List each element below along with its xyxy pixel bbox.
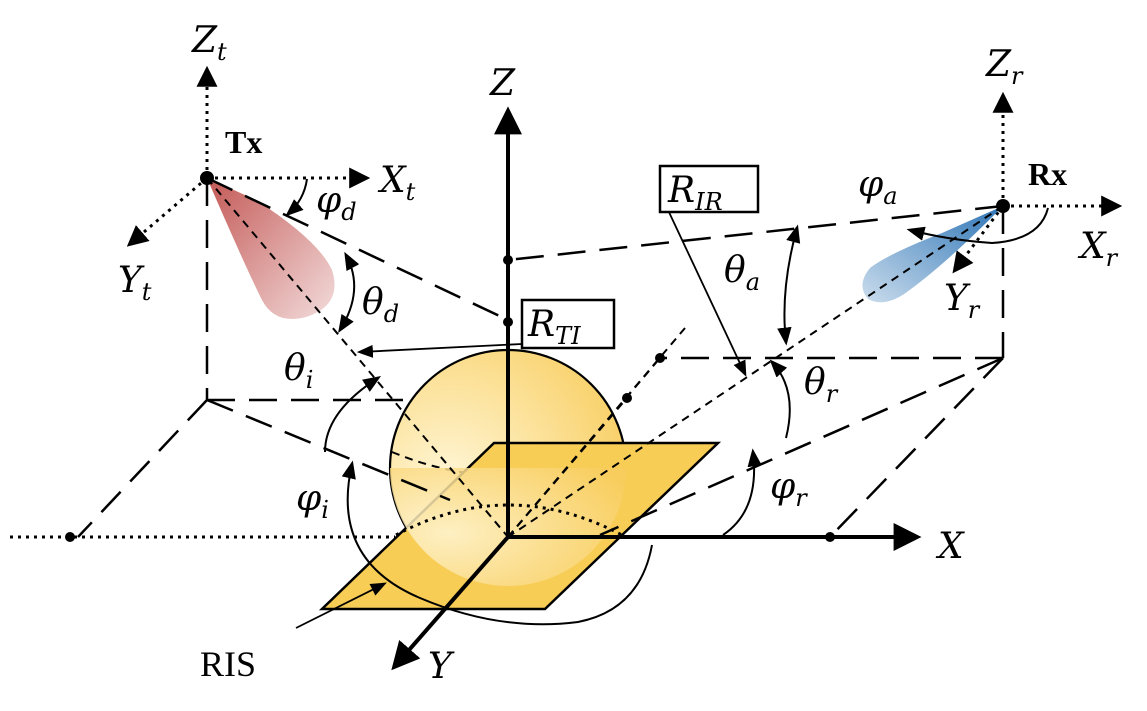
theta-i-arc xyxy=(324,376,382,453)
reflected-ray xyxy=(507,205,1004,538)
theta-r-arc xyxy=(769,359,791,439)
rx-point xyxy=(996,199,1010,213)
label-phi-r: φr xyxy=(770,466,808,512)
rx-y-axis xyxy=(952,205,1005,274)
label-phi-i: φi xyxy=(296,478,329,524)
y-axis xyxy=(391,535,510,671)
tx-beam xyxy=(207,178,335,319)
r-ir-box xyxy=(658,164,760,214)
point-627-398 xyxy=(622,393,632,403)
label-axis-xr: Xr xyxy=(1077,226,1119,272)
label-phi-a: φa xyxy=(858,164,898,210)
ris-pointer xyxy=(295,582,387,629)
incident-ray xyxy=(206,177,509,538)
tx-y-axis xyxy=(126,176,208,247)
label-theta-a: θa xyxy=(724,250,760,296)
theta-d-arc xyxy=(338,251,360,334)
label-theta-i: θi xyxy=(284,348,313,394)
label-axis-z: Z xyxy=(489,63,516,104)
phi-a-arc xyxy=(906,207,1049,245)
label-r-ir: RIR xyxy=(667,170,723,216)
z-point-upper xyxy=(503,255,513,265)
label-theta-r: θr xyxy=(804,362,839,408)
ris-ray-3 xyxy=(507,397,628,538)
z-point-lower xyxy=(503,317,513,327)
tx-ground-diagonal xyxy=(77,399,208,538)
r-ti-pointer xyxy=(356,343,523,358)
tx-point xyxy=(200,171,214,185)
label-rx: Rx xyxy=(1028,156,1067,192)
label-theta-d: θd xyxy=(362,282,399,328)
label-tx: Tx xyxy=(225,124,262,160)
label-axis-xt: Xt xyxy=(377,160,416,206)
label-axis-y: Y xyxy=(428,646,455,687)
label-axis-zr: Zr xyxy=(985,44,1024,90)
label-axis-yt: Yt xyxy=(118,260,152,306)
label-axis-x: X xyxy=(935,526,965,567)
phi-r-arc xyxy=(722,448,762,536)
point-660-358 xyxy=(655,353,665,363)
label-r-ti: RTI xyxy=(527,304,581,350)
r-ti-box xyxy=(520,298,616,350)
theta-a-arc xyxy=(777,224,801,346)
label-axis-zt: Zt xyxy=(191,20,227,66)
rx-ground-diagonal xyxy=(829,357,1004,538)
r-ir-pointer xyxy=(667,209,747,377)
rx-to-origin-projection xyxy=(599,356,1004,537)
tx-to-z-dashed xyxy=(206,176,509,322)
label-axis-yr: Yr xyxy=(944,278,981,324)
x-neg-point xyxy=(65,532,75,542)
phi-d-arc xyxy=(285,178,308,217)
phi-i-arc xyxy=(341,460,653,626)
tx-to-origin-projection xyxy=(206,398,451,502)
label-ris: RIS xyxy=(200,644,256,684)
x-pos-point xyxy=(825,532,835,542)
label-phi-d: φd xyxy=(316,180,357,226)
